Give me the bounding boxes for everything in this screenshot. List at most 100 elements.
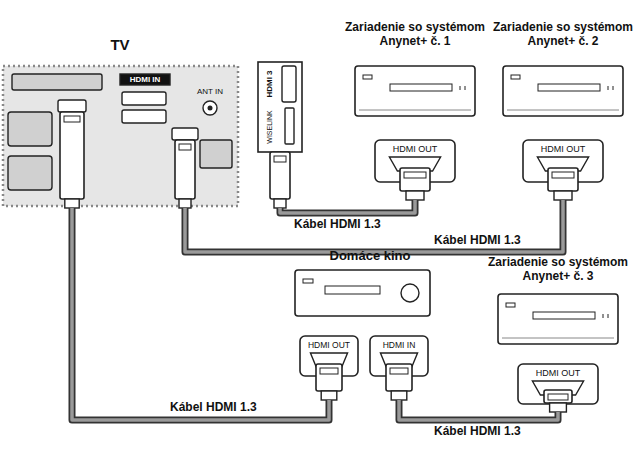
cable-core — [72, 208, 329, 420]
device-button — [608, 314, 609, 318]
cable-label: Kábel HDMI 1.3 — [292, 217, 383, 231]
device-button — [608, 86, 609, 90]
plug-grip — [390, 368, 408, 374]
port-label: HDMI IN — [370, 340, 428, 350]
device-edge — [359, 110, 471, 111]
plug-neck — [391, 391, 407, 400]
device-heading: TV — [90, 36, 150, 54]
home-theater: Domáce kinoHDMI OUT HDMI IN — [290, 248, 450, 400]
anynet-device: Zariadenie so systémom Anynet+ č. 3 HDMI … — [483, 255, 633, 412]
hdmi-port — [172, 128, 198, 140]
device-body — [503, 66, 623, 116]
disc-slot — [390, 84, 452, 91]
display-window — [325, 286, 380, 294]
anynet-device: Zariadenie so systémom Anynet+ č. 2 HDMI … — [488, 20, 638, 200]
usb-port — [285, 108, 294, 144]
device-heading: Domáce kino — [290, 248, 450, 264]
cable-core — [280, 200, 415, 213]
hdmi-port — [122, 92, 166, 105]
port-label: ANT IN — [197, 87, 223, 97]
plug-neck — [274, 199, 286, 208]
hdmi-in-tab — [120, 74, 170, 85]
cable-outline — [280, 200, 415, 213]
hdmi-cable — [72, 208, 329, 420]
device-led — [511, 75, 520, 79]
plug-neck — [321, 391, 337, 400]
device-led — [363, 75, 372, 79]
cable-label: Kábel HDMI 1.3 — [432, 424, 523, 438]
ant-in-jack — [203, 101, 217, 115]
plug-neck — [179, 199, 191, 208]
plug-grip — [179, 144, 191, 150]
scart-port — [8, 112, 52, 146]
device-body — [355, 66, 475, 116]
port-label: HDMI 3 — [265, 70, 275, 97]
hdmi-plug — [400, 168, 430, 191]
device-edge — [502, 338, 614, 339]
hdmi-cable — [280, 200, 415, 213]
hdmi-plug — [175, 140, 195, 199]
port-label: HDMI OUT — [375, 144, 455, 155]
hdmi-plug — [270, 152, 290, 199]
disc-slot — [533, 312, 595, 319]
device-button — [613, 86, 614, 90]
hdmi-port — [122, 110, 166, 123]
tv: TV — [2, 30, 304, 208]
plug-neck — [550, 403, 567, 412]
plug-neck — [554, 191, 572, 200]
plug-grip — [274, 156, 286, 162]
device-button — [460, 86, 461, 90]
hdmi-port-frame — [300, 336, 358, 376]
device-heading: Zariadenie so systémom Anynet+ č. 2 — [488, 20, 638, 49]
cable-core — [185, 200, 563, 252]
disc-slot — [538, 84, 600, 91]
audio-port — [200, 140, 232, 168]
cable-label: Kábel HDMI 1.3 — [432, 233, 523, 247]
anynet-device: Zariadenie so systémom Anynet+ č. 1 HDMI … — [340, 20, 490, 200]
scart-port — [8, 156, 52, 190]
hdmi-port-frame — [370, 336, 428, 376]
home-theater-body — [295, 270, 430, 316]
pc-port — [12, 74, 102, 90]
cable-outline — [72, 208, 329, 420]
hdmi-port-frame — [518, 364, 598, 404]
device-led — [506, 303, 515, 307]
device-body — [498, 294, 618, 344]
hdmi-plug — [386, 364, 412, 391]
tv-side-panel — [258, 62, 302, 152]
plug-neck — [406, 191, 424, 200]
device-button — [465, 86, 466, 90]
device-edge — [507, 110, 619, 111]
hdmi-plug — [544, 390, 572, 403]
ant-in-pin — [208, 106, 213, 111]
volume-knob — [401, 284, 419, 302]
cable-core — [399, 400, 558, 420]
device-button — [603, 314, 604, 318]
plug-grip — [552, 172, 574, 178]
port-label: WISELINK — [266, 110, 274, 143]
port-label: HDMI OUT — [300, 340, 358, 350]
cable-outline — [185, 200, 563, 252]
hdmi-plug — [60, 112, 84, 199]
port-label: HDMI OUT — [518, 368, 598, 379]
plug-grip — [64, 116, 80, 122]
hdmi-3-port — [282, 66, 296, 102]
hdmi-cable — [185, 200, 563, 252]
port-label: HDMI OUT — [523, 144, 603, 155]
hdmi-cable — [399, 400, 558, 420]
device-heading: Zariadenie so systémom Anynet+ č. 1 — [340, 20, 490, 49]
plug-grip — [320, 368, 338, 374]
cable-outline — [399, 400, 558, 420]
hdmi-port — [58, 100, 86, 112]
hdmi-plug — [548, 168, 578, 191]
port-label: HDMI IN — [130, 75, 161, 85]
device-heading: Zariadenie so systémom Anynet+ č. 3 — [483, 255, 633, 284]
plug-neck — [65, 199, 79, 208]
device-led — [303, 279, 313, 283]
tv-back-panel — [3, 66, 238, 206]
cable-label: Kábel HDMI 1.3 — [168, 400, 259, 414]
plug-grip — [548, 394, 568, 400]
hdmi-port-frame — [523, 140, 603, 182]
